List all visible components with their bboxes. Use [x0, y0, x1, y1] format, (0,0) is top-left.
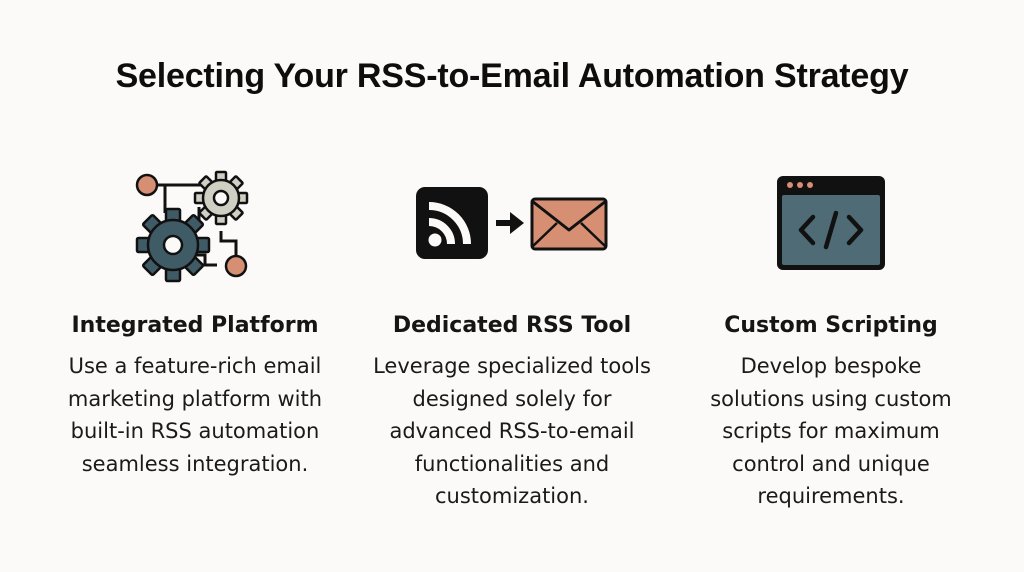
description-integrated-platform: Use a feature-rich email marketing platf… — [67, 354, 323, 476]
code-window-svg — [777, 175, 885, 270]
description-dedicated-rss-tool: Leverage specialized tools designed sole… — [373, 354, 651, 508]
envelope-icon — [530, 197, 608, 250]
gears-network-svg — [135, 170, 248, 282]
rss-to-email-icon — [362, 160, 662, 285]
page-title: Selecting Your RSS-to-Email Automation S… — [115, 57, 909, 95]
arrow-right-icon — [496, 211, 524, 234]
rss-to-email-svg — [416, 186, 608, 259]
description-custom-scripting: Develop bespoke solutions using custom s… — [710, 354, 952, 508]
rss-icon — [416, 186, 488, 259]
heading-dedicated-rss-tool: Dedicated RSS Tool — [392, 313, 632, 338]
option-custom-scripting: Custom Scripting Develop bespoke solutio… — [681, 160, 981, 513]
heading-custom-scripting: Custom Scripting — [724, 313, 938, 338]
option-dedicated-rss-tool: Dedicated RSS Tool Leverage specialized … — [362, 160, 662, 513]
code-window-icon — [681, 160, 981, 285]
gears-network-icon — [45, 160, 345, 285]
option-integrated-platform: Integrated Platform Use a feature-rich e… — [45, 160, 345, 480]
heading-integrated-platform: Integrated Platform — [71, 313, 319, 338]
